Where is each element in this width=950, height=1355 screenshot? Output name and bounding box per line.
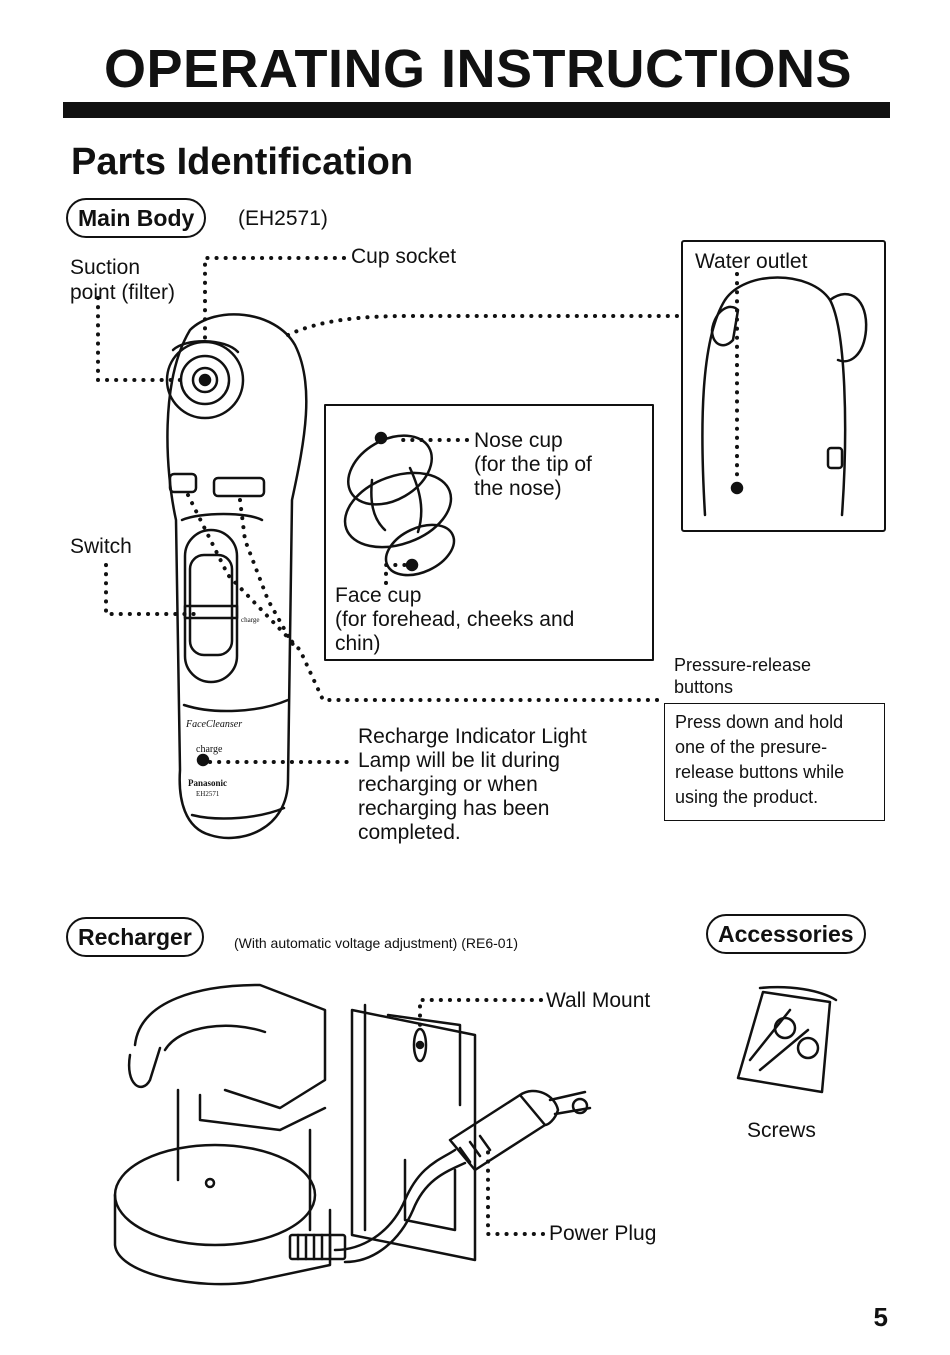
recharge-label-3: recharging or when [358, 773, 538, 796]
leader-lines [96, 256, 739, 1236]
recharge-label-5: completed. [358, 821, 461, 844]
recharge-label-1: Recharge Indicator Light [358, 725, 587, 748]
power-plug [333, 1089, 592, 1264]
recharger-stand [113, 983, 347, 1286]
pressure-label-1: Pressure-release [674, 655, 812, 675]
suction-label-1: Suction [70, 256, 141, 279]
face-cleanser-device [165, 313, 308, 840]
device-maker-text: Panasonic [188, 778, 227, 788]
power-plug-label: Power Plug [549, 1222, 657, 1245]
device-brand-text: FaceCleanser [185, 719, 242, 730]
device-charge-text: charge [196, 744, 223, 755]
main-body-pill: Main Body [66, 198, 207, 238]
main-body-model: (EH2571) [238, 207, 328, 230]
pressure-note-box: Press down and hold one of the presure-r… [664, 703, 885, 821]
recharger-pill: Recharger [66, 917, 204, 957]
nose-cup-label-2: (for the tip of [474, 453, 592, 476]
recharge-label-4: recharging has been [358, 797, 550, 820]
wall-mount [350, 1003, 477, 1262]
nose-cup-label-3: the nose) [474, 477, 562, 500]
device-model-text: EH2571 [196, 790, 220, 798]
pressure-label-2: buttons [674, 677, 734, 697]
cup-pair [343, 431, 456, 577]
screws-label: Screws [747, 1119, 816, 1142]
face-cup-label-3: chin) [335, 632, 381, 655]
face-cup-label-1: Face cup [335, 584, 422, 607]
device-switch-text: charge [241, 616, 260, 624]
page-number: 5 [873, 1302, 888, 1332]
screws-bag [736, 985, 838, 1094]
cup-socket-label: Cup socket [351, 245, 457, 268]
device-print: FaceCleanser charge Panasonic EH2571 cha… [185, 616, 260, 798]
water-outlet-label: Water outlet [695, 250, 808, 273]
switch-label: Switch [70, 535, 132, 558]
wall-mount-label: Wall Mount [546, 989, 651, 1012]
page-title: OPERATING INSTRUCTIONS [104, 39, 853, 99]
nose-cup-label-1: Nose cup [474, 429, 563, 452]
title-rule [63, 102, 890, 118]
face-cup-label-2: (for forehead, cheeks and [335, 608, 575, 631]
accessories-pill: Accessories [706, 914, 866, 954]
section-title: Parts Identification [71, 141, 414, 183]
recharge-label-2: Lamp will be lit during [358, 749, 560, 772]
recharger-subtitle: (With automatic voltage adjustment) (RE6… [234, 935, 518, 951]
water-outlet-side [701, 276, 868, 517]
